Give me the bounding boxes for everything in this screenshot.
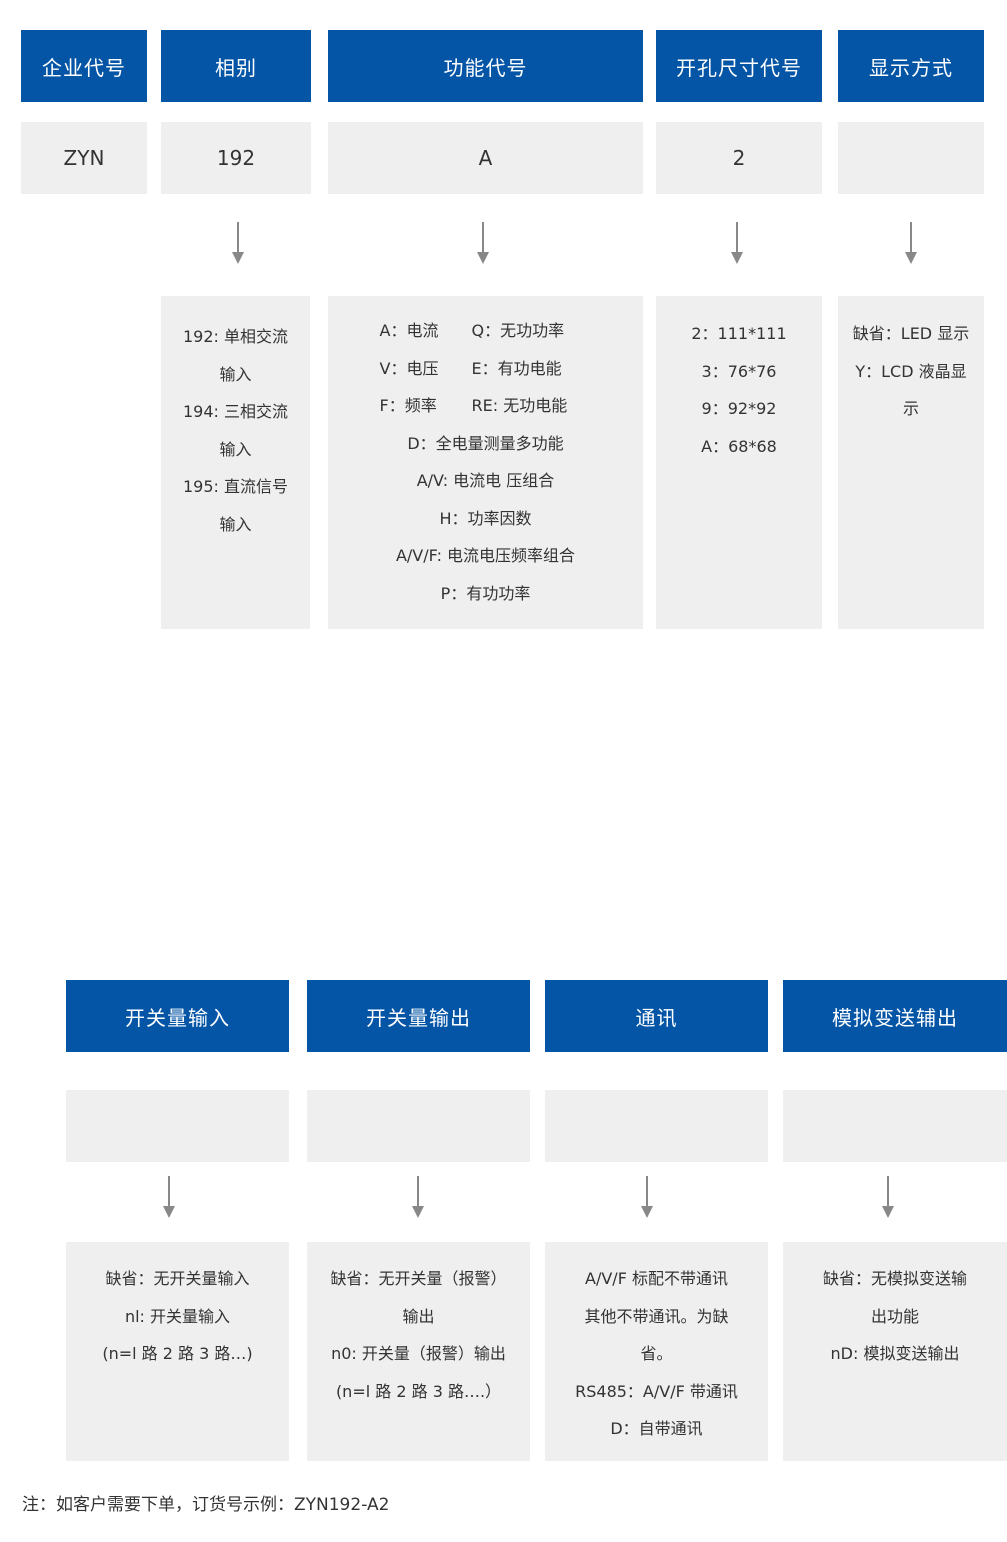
desc-line: A：电流 [379, 321, 439, 340]
desc-line: (n=l 路 2 路 3 路….） [335, 1381, 502, 1401]
arrow-down-icon [731, 222, 743, 266]
desc-line: Q：无功功率 [471, 321, 565, 340]
header-display-mode: 显示方式 [838, 30, 984, 102]
desc-line: 省。 [640, 1344, 673, 1363]
phase-description: 192: 单相交流 输入 194: 三相交流 输入 195: 直流信号 输入 [161, 296, 310, 629]
desc-line: RS485：A/V/F 带通讯 [575, 1381, 738, 1401]
desc-line: 194: 三相交流 [182, 402, 289, 421]
desc-line: A：68*68 [701, 436, 777, 456]
value-function-code: A [328, 122, 643, 194]
desc-line: V：电压 [379, 358, 439, 378]
desc-line: D：自带通讯 [610, 1419, 703, 1438]
desc-line: A/V/F: 电流电压频率组合 [395, 546, 576, 565]
header-phase: 相别 [161, 30, 311, 102]
value-switch-output [307, 1090, 530, 1162]
value-company-code: ZYN [21, 122, 147, 194]
desc-line: E：有功电能 [471, 358, 562, 378]
desc-line: D：全电量测量多功能 [407, 433, 564, 453]
arrow-down-icon [163, 1176, 175, 1220]
analog-output-description: 缺省：无模拟变送输 出功能 nD: 模拟变送输出 [783, 1242, 1007, 1461]
desc-line: 缺省：无开关量（报警） [330, 1269, 507, 1288]
desc-line: 其他不带通讯。为缺 [584, 1306, 729, 1326]
arrow-down-icon [232, 222, 244, 266]
desc-line: Y：LCD 液晶显 [855, 361, 967, 381]
arrow-down-icon [641, 1176, 653, 1220]
desc-line: 输入 [219, 364, 252, 384]
desc-line: 192: 单相交流 [182, 327, 289, 346]
value-communication [545, 1090, 768, 1162]
function-grid: A：电流 Q：无功功率 V：电压 E：有功电能 F：频率 RE: 无功电能 [328, 312, 643, 425]
value-switch-input [66, 1090, 289, 1162]
desc-line: nl: 开关量输入 [124, 1306, 231, 1326]
desc-line: 缺省：无模拟变送输 [822, 1269, 967, 1288]
switch-input-description: 缺省：无开关量输入 nl: 开关量输入 (n=l 路 2 路 3 路…) [66, 1242, 289, 1461]
header-switch-output: 开关量输出 [307, 980, 530, 1052]
desc-line: 出功能 [870, 1306, 919, 1326]
desc-line: A/V/F 标配不带通讯 [585, 1269, 728, 1288]
desc-line: 9：92*92 [701, 399, 777, 418]
desc-line: nD: 模拟变送输出 [830, 1344, 960, 1363]
desc-line: (n=l 路 2 路 3 路…) [102, 1344, 253, 1363]
switch-output-description: 缺省：无开关量（报警） 输出 n0: 开关量（报警）输出 (n=l 路 2 路 … [307, 1242, 530, 1461]
desc-line: 3：76*76 [701, 361, 777, 381]
header-communication: 通讯 [545, 980, 768, 1052]
desc-line: 输出 [402, 1306, 435, 1326]
arrow-down-icon [477, 222, 489, 266]
value-display-mode [838, 122, 984, 194]
communication-description: A/V/F 标配不带通讯 其他不带通讯。为缺 省。 RS485：A/V/F 带通… [545, 1242, 768, 1461]
desc-line: 输入 [219, 514, 252, 534]
desc-line: 2：111*111 [691, 324, 787, 343]
order-note: 注：如客户需要下单，订货号示例：ZYN192-A2 [22, 1495, 390, 1515]
header-cutout-size-code: 开孔尺寸代号 [656, 30, 822, 102]
desc-line: 缺省：LED 显示 [852, 324, 970, 343]
value-cutout-size: 2 [656, 122, 822, 194]
header-analog-output: 模拟变送辅出 [783, 980, 1007, 1052]
desc-line: A/V: 电流电 压组合 [416, 471, 555, 490]
header-company-code: 企业代号 [21, 30, 147, 102]
header-switch-input: 开关量输入 [66, 980, 289, 1052]
desc-line: 缺省：无开关量输入 [105, 1269, 250, 1288]
desc-line: H：功率因数 [439, 508, 532, 528]
arrow-down-icon [882, 1176, 894, 1220]
cutout-description: 2：111*111 3：76*76 9：92*92 A：68*68 [656, 296, 822, 629]
desc-line: RE: 无功电能 [471, 396, 568, 415]
desc-line: 输入 [219, 439, 252, 459]
desc-line: P：有功功率 [440, 583, 531, 603]
header-function-code: 功能代号 [328, 30, 643, 102]
display-description: 缺省：LED 显示 Y：LCD 液晶显 示 [838, 296, 984, 629]
arrow-down-icon [905, 222, 917, 266]
arrow-down-icon [412, 1176, 424, 1220]
function-description: A：电流 Q：无功功率 V：电压 E：有功电能 F：频率 RE: 无功电能 D：… [328, 296, 643, 629]
desc-line: n0: 开关量（报警）输出 [331, 1344, 506, 1363]
value-analog-output [783, 1090, 1007, 1162]
desc-line: 195: 直流信号 [182, 477, 289, 496]
desc-line: F：频率 [379, 396, 437, 415]
value-phase: 192 [161, 122, 311, 194]
desc-line: 示 [902, 399, 919, 418]
